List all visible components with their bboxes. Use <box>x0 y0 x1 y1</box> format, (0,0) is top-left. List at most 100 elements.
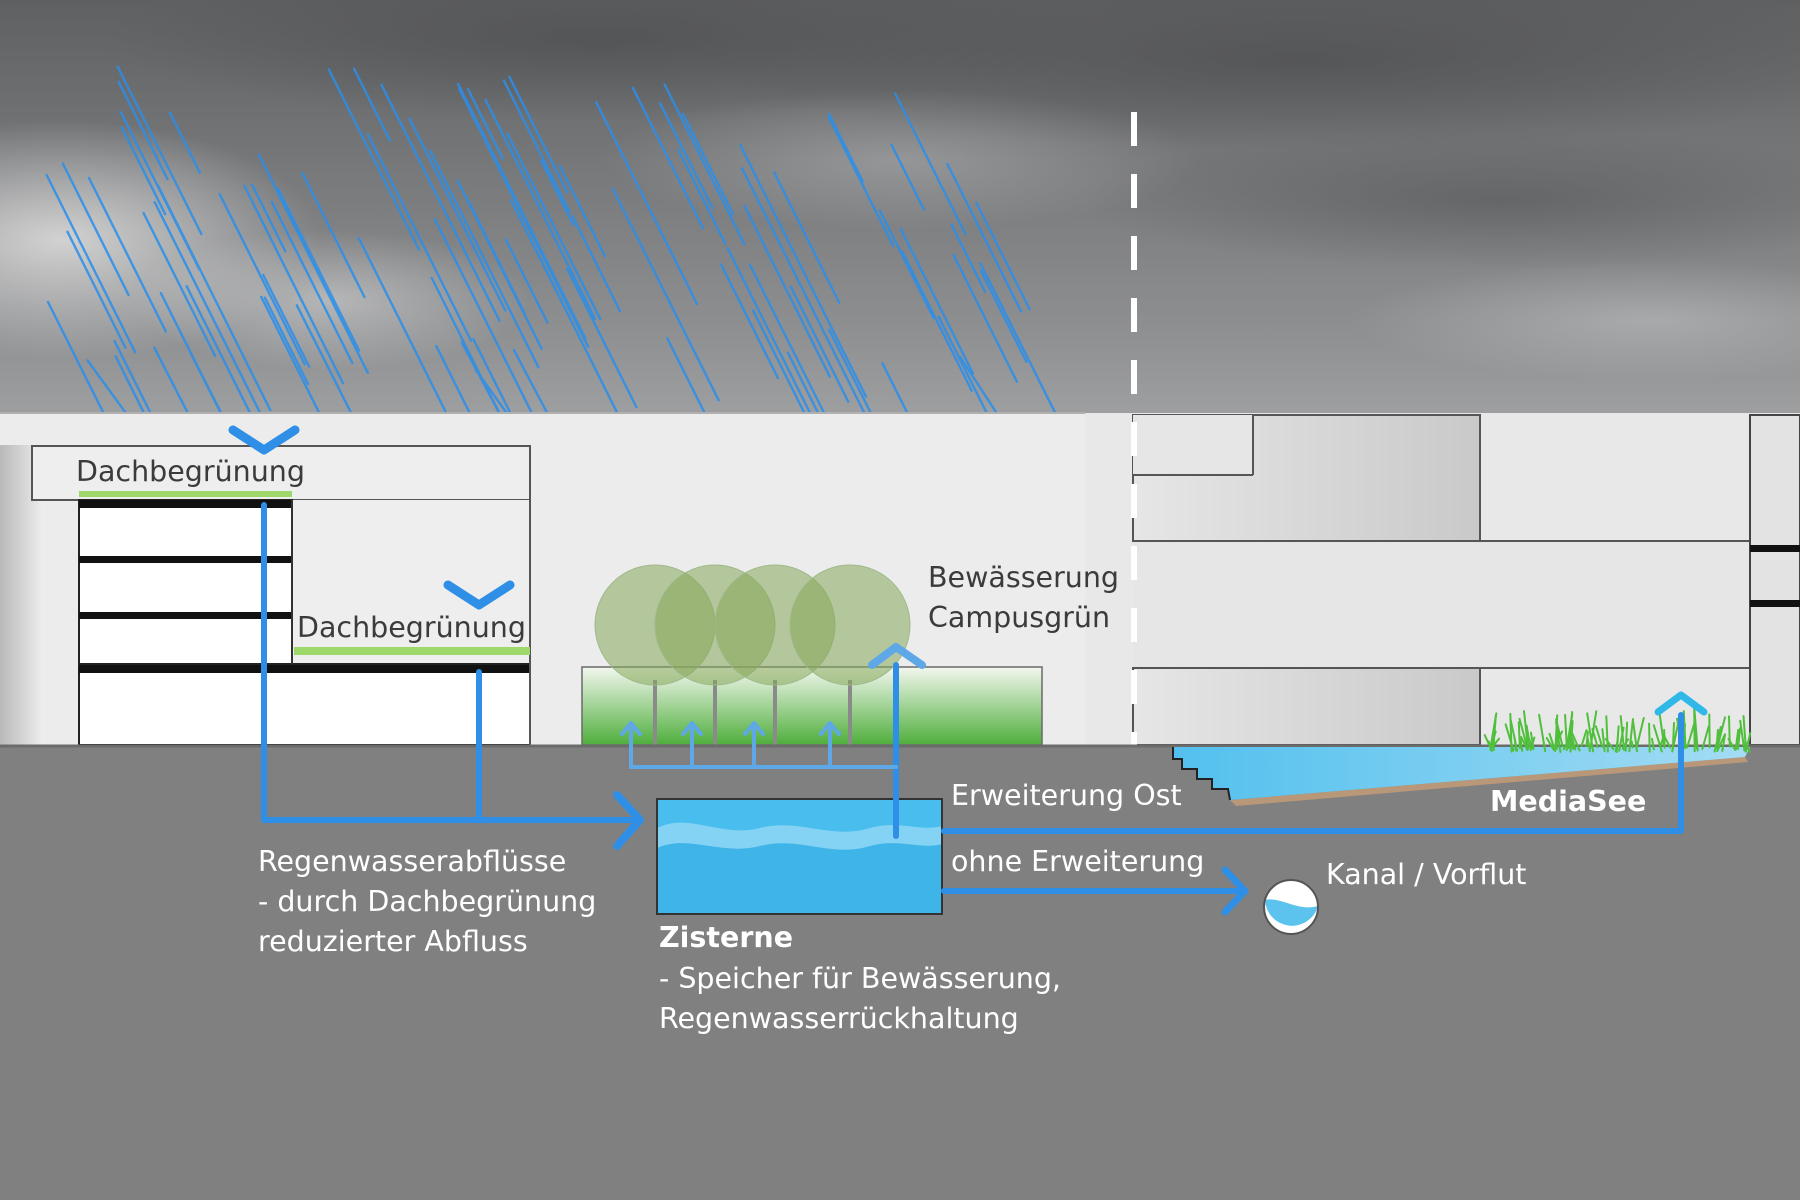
label-zisterne-desc: - Speicher für Bewässerung, Regenwasserr… <box>659 959 1061 1039</box>
grass-blade <box>1693 707 1696 753</box>
rain-streak <box>504 238 549 324</box>
rain-streak <box>457 87 590 348</box>
green-roof-strip-mid <box>294 647 530 655</box>
rain-streak <box>827 112 864 183</box>
mediasee-water <box>1173 747 1750 800</box>
grass-blade <box>1569 726 1573 748</box>
grass-blade <box>1658 708 1666 748</box>
grass-blade <box>1630 740 1634 749</box>
grass-blade <box>1614 738 1619 753</box>
rain-streak <box>719 263 780 380</box>
rain-streak <box>890 143 926 211</box>
label-zisterne-title: Zisterne <box>659 921 794 954</box>
rain-streak <box>380 83 501 323</box>
rain-streak <box>773 171 841 304</box>
grass-blade <box>1519 737 1524 752</box>
rain-streak <box>250 183 287 253</box>
rain-streak <box>659 102 714 210</box>
rain-streak <box>677 148 727 246</box>
rain-streak <box>429 149 540 369</box>
rain-streak <box>153 200 282 455</box>
rain-streak <box>142 211 217 358</box>
left-building <box>31 445 531 746</box>
rain-streak <box>594 100 699 306</box>
green-roof-strip-top <box>79 491 292 497</box>
grass-blade <box>1586 738 1591 753</box>
clouds <box>0 0 1800 380</box>
grass-blade <box>1571 740 1575 750</box>
rain-streak <box>66 230 127 349</box>
rain-streak <box>433 217 537 421</box>
label-bewaesserung-line2: Campusgrün <box>928 601 1111 634</box>
label-mediasee: MediaSee <box>1490 785 1647 818</box>
rain-streak <box>260 295 323 420</box>
rain-streak <box>117 80 169 181</box>
rain-streak <box>327 68 421 251</box>
label-regenwasser: Regenwasserabflüsse - durch Dachbegrünun… <box>258 842 596 962</box>
rain-streak <box>218 192 306 366</box>
grass-blade <box>1716 716 1726 749</box>
rain-streak <box>484 98 597 320</box>
label-zisterne-desc-line1: - Speicher für Bewässerung, <box>659 962 1061 995</box>
grass-blade <box>1594 725 1604 748</box>
rain-streak <box>243 184 345 385</box>
rain-streak <box>901 250 973 392</box>
grass-blade <box>1530 731 1535 751</box>
rain-streak <box>301 171 366 299</box>
grass-blade <box>1715 728 1719 750</box>
rain-streak <box>466 87 504 160</box>
grass-blade <box>1591 728 1599 749</box>
rain-streak <box>748 263 837 437</box>
flow-lines <box>261 502 1684 894</box>
grass-blade <box>1586 712 1595 753</box>
rain-streak <box>502 79 571 213</box>
rain-streak <box>120 126 167 216</box>
grass-blade <box>1523 710 1530 750</box>
rain-streak <box>168 111 202 175</box>
rain-streak <box>456 179 543 350</box>
grass-blade <box>1604 737 1615 750</box>
rain-streak <box>979 269 1028 363</box>
irrigation-manifold <box>629 727 898 769</box>
label-regenwasser-line3: reduzierter Abfluss <box>258 925 528 958</box>
grass-blade <box>1672 722 1675 749</box>
rain-streak <box>611 187 720 402</box>
label-dachbegruenung-mid: Dachbegrünung <box>297 611 526 644</box>
grass-blade <box>1727 738 1737 751</box>
grass-blade <box>1663 728 1666 749</box>
rain-streak <box>899 227 975 375</box>
grass-blade <box>1571 732 1581 752</box>
east-buildings <box>1132 414 1800 746</box>
lake-bed <box>1230 757 1748 806</box>
label-erweiterung-ost: Erweiterung Ost <box>951 779 1182 812</box>
rain-streak <box>87 176 168 333</box>
rain-streak <box>952 253 1019 383</box>
label-bewaesserung: Bewässerung Campusgrün <box>928 558 1119 638</box>
rain-streak <box>950 223 987 293</box>
label-ohne-erweiterung: ohne Erweiterung <box>951 845 1205 878</box>
grass-blade <box>1662 734 1672 749</box>
rain-streak <box>270 200 354 365</box>
rain-streak <box>540 159 575 227</box>
rain-streak <box>566 267 638 409</box>
rain-streak <box>506 132 602 321</box>
rain-streak <box>352 67 392 143</box>
rain-streak <box>740 166 867 416</box>
rain-streak <box>262 273 311 368</box>
rain-streak <box>45 173 137 354</box>
rain-streak <box>457 82 587 340</box>
grass-blade <box>1716 733 1726 753</box>
grass-blade <box>1483 734 1492 750</box>
grass-blade <box>1601 728 1606 753</box>
rain-streak <box>827 115 895 248</box>
grass-blade <box>1739 719 1746 752</box>
rain-streak <box>894 92 967 236</box>
rain-streak <box>571 214 622 313</box>
rain-streak <box>509 199 626 430</box>
tree-trunks <box>653 680 852 745</box>
rain-streak <box>263 296 310 386</box>
grass-blade <box>1580 729 1588 748</box>
grass-blade <box>1548 732 1557 752</box>
rain-streak <box>558 164 607 258</box>
